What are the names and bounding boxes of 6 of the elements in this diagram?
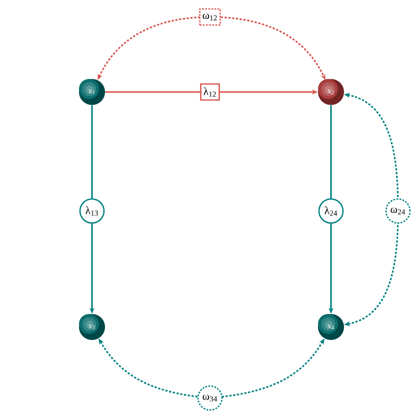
edge-label: λ$_{12}$: [200, 83, 220, 101]
edge-label: ω$_{12}$: [199, 8, 221, 26]
edge-label: ω$_{34}$: [197, 385, 223, 411]
edge-label: ω$_{24}$: [385, 198, 411, 224]
edge-label: λ$_{13}$: [79, 198, 105, 224]
edge-label: λ$_{24}$: [318, 198, 344, 224]
